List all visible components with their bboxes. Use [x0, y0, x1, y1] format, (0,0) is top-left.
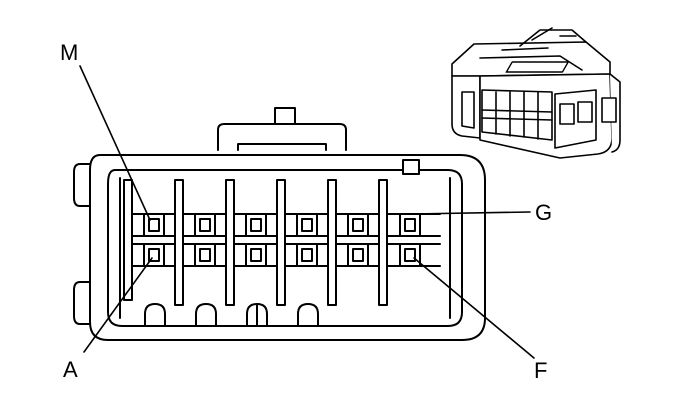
pin-label-a: A: [63, 357, 78, 382]
leader-line-g: [411, 211, 531, 215]
left-latch-lower: [73, 281, 91, 325]
left-latch-upper: [73, 163, 91, 207]
connector-cavity: [107, 169, 463, 327]
bottom-key: [144, 303, 166, 327]
leader-lines: [79, 65, 535, 359]
terminal-cavity: [399, 243, 421, 267]
terminal-cavity: [194, 243, 216, 267]
terminal-cavity: [143, 213, 165, 237]
bottom-key: [195, 303, 217, 327]
bottom-key: [297, 303, 319, 327]
terminal-cavity: [296, 243, 318, 267]
terminal-row-lower: [143, 243, 421, 267]
terminal-cavity: [194, 213, 216, 237]
pin-label-g: G: [535, 200, 553, 225]
leader-line-a: [83, 257, 153, 353]
pin-label-f: F: [534, 358, 548, 383]
pin-label-m: M: [60, 40, 79, 65]
terminal-cavity: [347, 243, 369, 267]
terminal-cavity: [245, 243, 267, 267]
leader-line-m: [79, 65, 151, 221]
terminal-cavity: [143, 243, 165, 267]
terminal-cavity: [347, 213, 369, 237]
connector-face: [73, 107, 486, 341]
terminal-cavity: [296, 213, 318, 237]
connector-iso-view: [451, 27, 621, 159]
terminal-cavity: [399, 213, 421, 237]
cavity-dividers: [123, 179, 388, 306]
terminal-cavity: [245, 213, 267, 237]
leader-line-f: [413, 257, 535, 359]
